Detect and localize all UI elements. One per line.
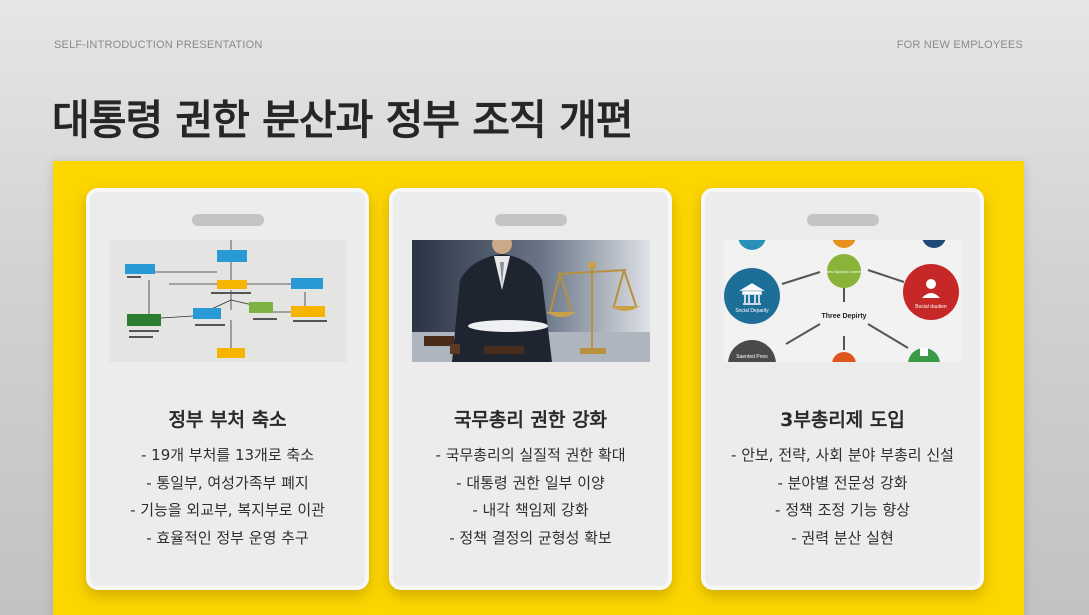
diagram-label-left: Social Deparily	[735, 308, 769, 314]
card-title: 국무총리 권한 강화	[453, 409, 608, 431]
list-item: - 대통령 권한 일부 이양	[456, 473, 605, 492]
list-item: - 내각 책임제 강화	[472, 501, 589, 519]
card-bullet-list: - 19개 부처를 13개로 축소 - 통일부, 여성가족부 폐지 - 기능을 …	[90, 442, 365, 552]
card-bullet-list: - 안보, 전략, 사회 분야 부총리 신설 - 분야별 전문성 강화 - 정책…	[705, 442, 980, 552]
diagram-label-bottom-left: Saented Pnes	[736, 354, 768, 360]
justice-scales-photo	[412, 240, 650, 362]
list-item: - 효율적인 정부 운영 추구	[146, 528, 309, 547]
card-prime-minister-power: 국무총리 권한 강화 - 국무총리의 실질적 권한 확대 - 대통령 권한 일부…	[389, 188, 672, 590]
list-item: - 권력 분산 실현	[791, 528, 894, 547]
list-item: - 안보, 전략, 사회 분야 부총리 신설	[731, 446, 954, 464]
list-item: - 19개 부처를 13개로 축소	[140, 446, 315, 464]
card-slot	[806, 214, 879, 226]
org-chart-diagram-image	[109, 240, 347, 362]
list-item: - 국무총리의 실질적 권한 확대	[435, 446, 626, 464]
three-deputy-diagram-image: Social Deparily New Special Lesmen Three…	[724, 240, 962, 362]
list-item: - 기능을 외교부, 복지부로 이관	[130, 501, 325, 519]
diagram-label-center: Three Depirty	[821, 313, 866, 320]
card-title: 3부총리제 도입	[780, 409, 905, 431]
top-left-label: SELF-INTRODUCTION PRESENTATION	[54, 39, 263, 51]
card-slot	[494, 214, 567, 226]
diagram-label-top: New Special Lesmen	[825, 269, 863, 274]
card-title: 정부 부처 축소	[168, 409, 287, 431]
list-item: - 통일부, 여성가족부 폐지	[146, 473, 309, 492]
card-three-deputy-system: Social Deparily New Special Lesmen Three…	[701, 188, 984, 590]
page-title: 대통령 권한 분산과 정부 조직 개편	[52, 96, 633, 144]
card-slot	[191, 214, 264, 226]
card-ministry-reduction: 정부 부처 축소 - 19개 부처를 13개로 축소 - 통일부, 여성가족부 …	[86, 188, 369, 590]
card-bullet-list: - 국무총리의 실질적 권한 확대 - 대통령 권한 일부 이양 - 내각 책임…	[393, 442, 668, 552]
list-item: - 정책 결정의 균형성 확보	[449, 528, 612, 547]
list-item: - 분야별 전문성 강화	[777, 473, 908, 492]
diagram-label-right: Bocial dautien	[915, 304, 947, 310]
top-right-label: FOR NEW EMPLOYEES	[896, 39, 1023, 51]
list-item: - 정책 조정 기능 향상	[775, 501, 910, 519]
